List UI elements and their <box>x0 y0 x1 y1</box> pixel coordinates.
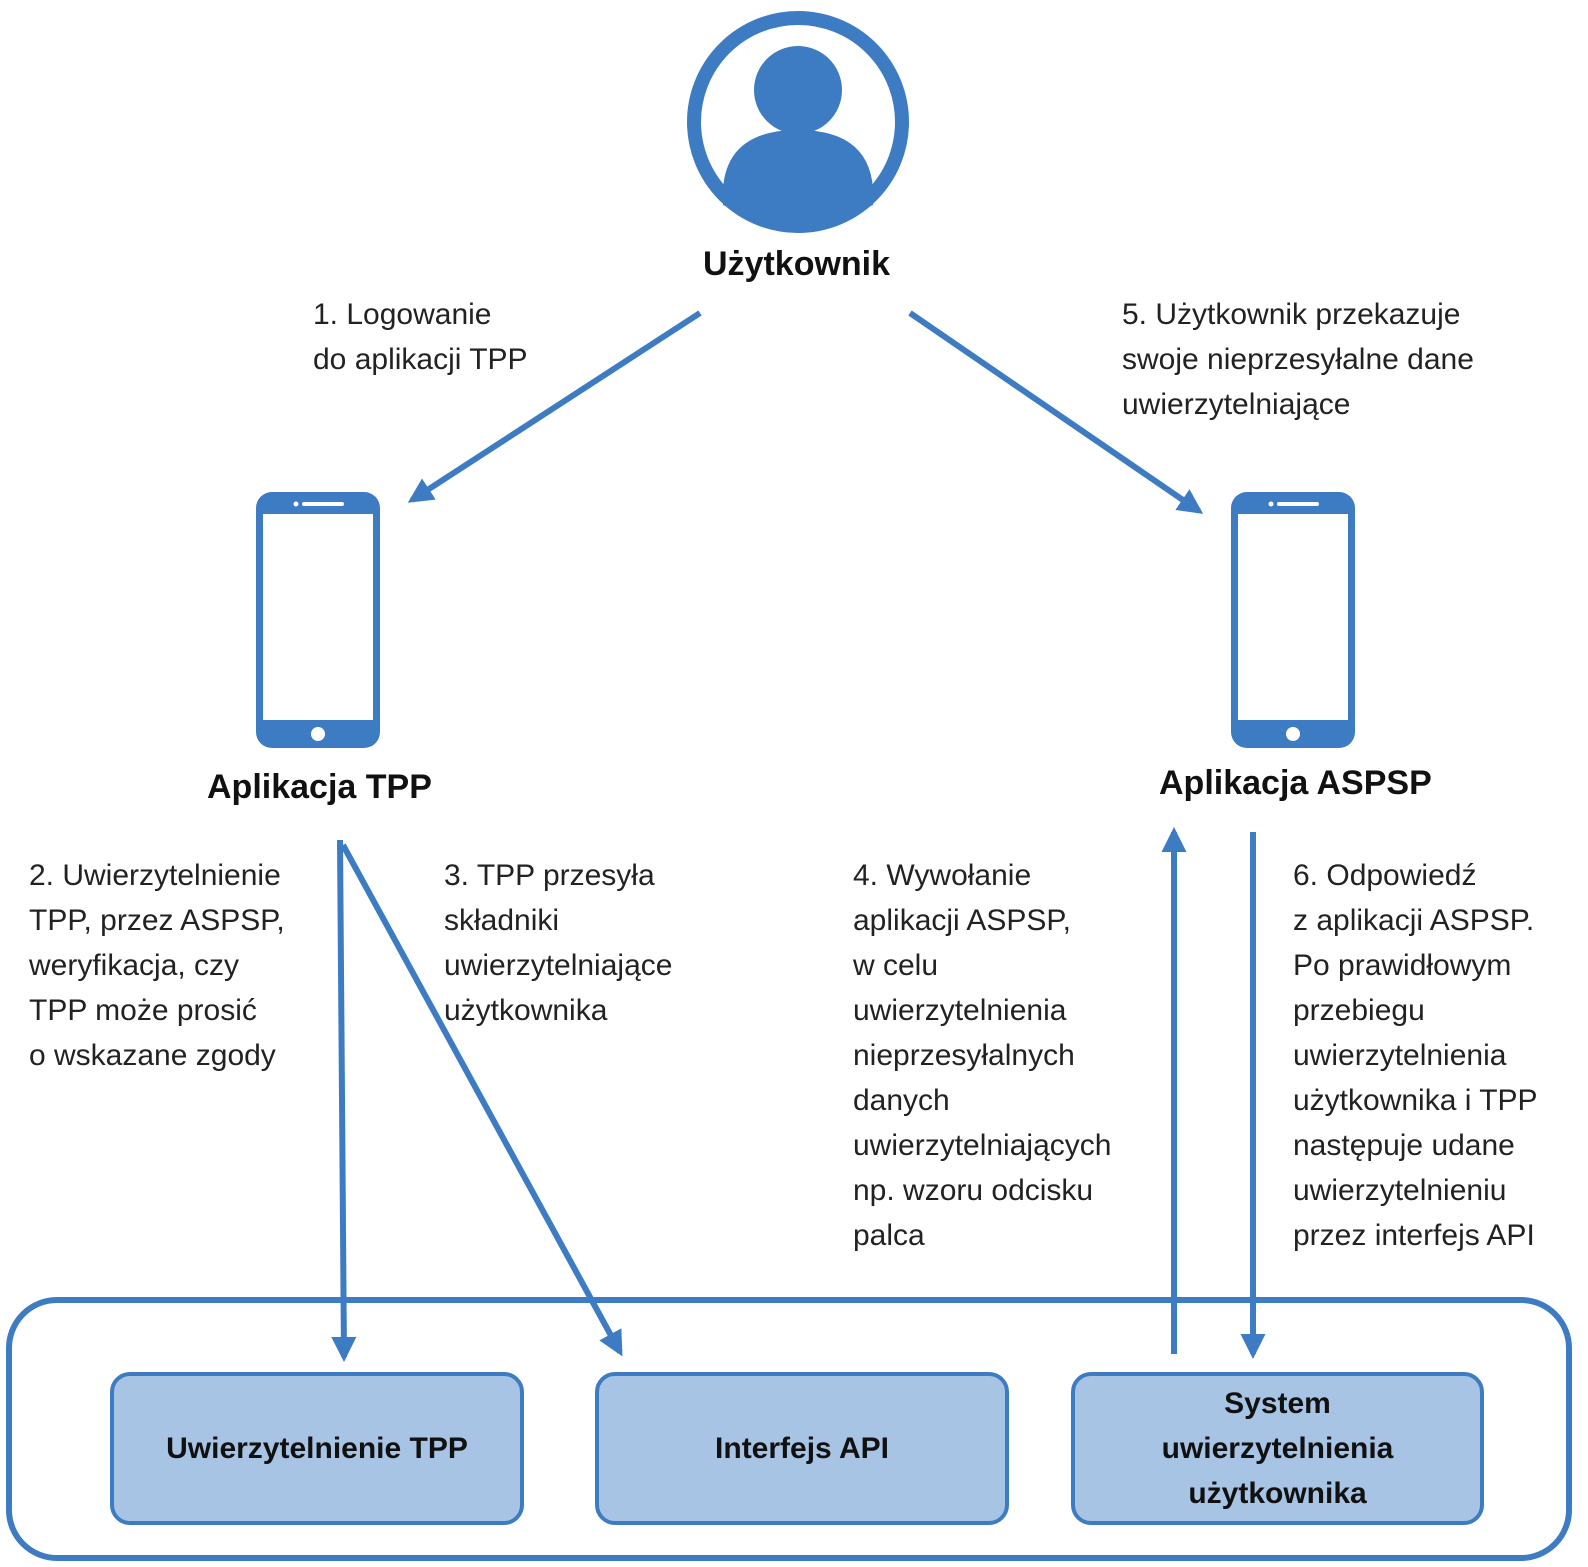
api-interface-box: Interfejs API <box>595 1372 1009 1525</box>
tpp-authentication-label: Uwierzytelnienie TPP <box>166 1432 468 1465</box>
backend-container <box>6 1297 1572 1561</box>
user-authentication-system-box: System uwierzytelnienia użytkownika <box>1071 1372 1484 1525</box>
step-5-text: 5. Użytkownik przekazuje swoje nieprzesy… <box>1122 298 1474 421</box>
step-6-text: 6. Odpowiedź z aplikacji ASPSP. Po prawi… <box>1293 859 1538 1252</box>
aspsp-phone-icon <box>1231 492 1355 748</box>
tpp-phone-icon <box>256 492 380 748</box>
tpp-authentication-box: Uwierzytelnienie TPP <box>110 1372 524 1525</box>
api-interface-label: Interfejs API <box>715 1432 889 1465</box>
arrow-step-5 <box>908 310 1204 514</box>
arrow-step-1 <box>407 310 702 503</box>
tpp-app-label: Aplikacja TPP <box>207 768 432 806</box>
user-authentication-system-label: System uwierzytelnienia użytkownika <box>1161 1387 1394 1510</box>
arrow-step-2 <box>331 839 357 1363</box>
aspsp-app-label: Aplikacja ASPSP <box>1159 764 1432 802</box>
step-4-text: 4. Wywołanie aplikacji ASPSP, w celu uwi… <box>853 859 1112 1252</box>
user-avatar-icon <box>687 11 909 233</box>
step-3-text: 3. TPP przesyła składniki uwierzytelniaj… <box>444 859 673 1027</box>
step-2-text: 2. Uwierzytelnienie TPP, przez ASPSP, we… <box>29 859 285 1072</box>
step-1-text: 1. Logowanie do aplikacji TPP <box>313 298 528 376</box>
user-label: Użytkownik <box>703 245 891 283</box>
arrow-step-3 <box>340 843 623 1357</box>
